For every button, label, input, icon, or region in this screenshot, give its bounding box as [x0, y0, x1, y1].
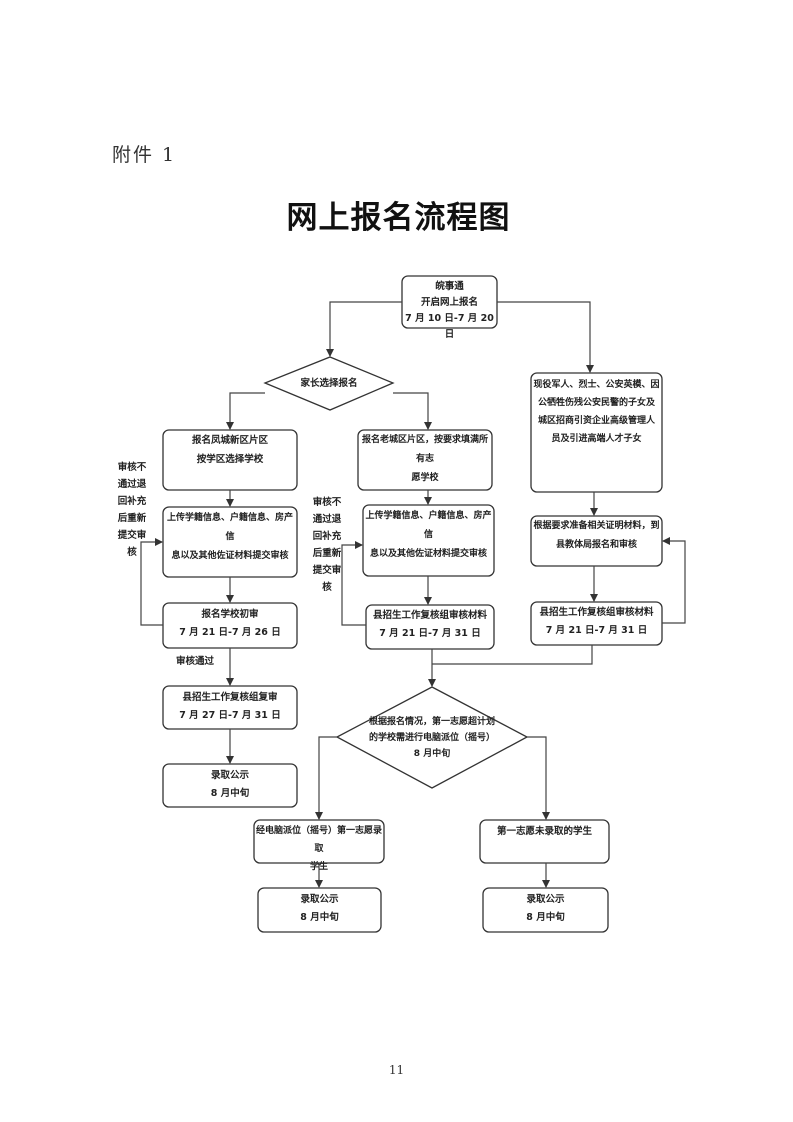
lottery-publish-node: [257, 887, 382, 933]
connector-start-to-decision: [326, 301, 402, 357]
middle-county-review-text: 县招生工作复核组审核材料 7 月 21 日-7 月 31 日: [366, 607, 494, 643]
left-publish-text: 录取公示 8 月中旬: [163, 767, 297, 803]
middle-register-text: 报名老城区片区，按要求填满所有志 愿学校: [358, 431, 492, 488]
left-publish-line-2: 8 月中旬: [210, 788, 250, 799]
start-line-3: 7 月 10 日-7 月 20 日: [405, 313, 494, 340]
left-publish-line-1: 录取公示: [210, 770, 249, 781]
decision-lottery-text: 根据报名情况，第一志愿超计划 的学校需进行电脑派位（摇号） 8 月中旬: [337, 714, 527, 762]
middle-register-node: [357, 429, 493, 491]
middle-register-line-1: 报名老城区片区，按要求填满所有志: [361, 435, 488, 464]
connector-decision-to-left: [226, 392, 265, 430]
lottery-admitted-line-2: 学生: [309, 862, 328, 872]
right-prepare-text: 根据要求准备相关证明材料，到 县教体局报名和审核: [531, 517, 662, 555]
right-special-text: 现役军人、烈士、公安英模、因 公牺牲伤残公安民警的子女及 城区招商引资企业高级管…: [531, 376, 662, 448]
left-register-line-2: 按学区选择学校: [196, 454, 264, 465]
middle-return-note-line: 提交审: [312, 565, 342, 576]
not-admitted-publish-line-2: 8 月中旬: [526, 912, 565, 923]
left-county-recheck-text: 县招生工作复核组复审 7 月 27 日-7 月 31 日: [163, 689, 297, 725]
connector-right-return-loop: [662, 537, 686, 624]
right-special-line-3: 城区招商引资企业高级管理人: [537, 416, 655, 426]
connector-lottery-to-admitted: [315, 736, 337, 820]
left-school-review-line-2: 7 月 21 日-7 月 26 日: [179, 627, 281, 638]
middle-return-note-line: 核: [322, 582, 332, 593]
attachment-label: 附件 1: [112, 144, 177, 166]
lottery-publish-line-2: 8 月中旬: [300, 912, 339, 923]
left-school-review-line-1: 报名学校初审: [201, 609, 259, 620]
middle-return-note-line: 审核不: [312, 497, 342, 508]
decision-lottery: [335, 686, 529, 789]
connector-start-to-special: [497, 301, 594, 373]
left-register-text: 报名凤城新区片区 按学区选择学校: [163, 431, 297, 469]
middle-register-line-2: 愿学校: [411, 473, 439, 483]
decision-lottery-line-1: 根据报名情况，第一志愿超计划: [368, 717, 495, 727]
right-county-review-line-1: 县招生工作复核组审核材料: [539, 607, 654, 618]
right-county-review-text: 县招生工作复核组审核材料 7 月 21 日-7 月 31 日: [531, 604, 662, 640]
decision-lottery-line-2: 的学校需进行电脑派位（摇号）: [368, 733, 495, 743]
left-return-note-line: 回补充: [117, 496, 147, 507]
left-register-line-1: 报名凤城新区片区: [191, 435, 268, 446]
lottery-publish-text: 录取公示 8 月中旬: [258, 891, 381, 927]
connector-lottery-to-not-admitted: [527, 736, 550, 820]
not-admitted-publish-text: 录取公示 8 月中旬: [483, 891, 608, 927]
page-number: 11: [388, 1063, 405, 1077]
right-prepare-line-2: 县教体局报名和审核: [555, 540, 637, 550]
left-return-note-line: 提交审: [117, 530, 147, 541]
decision-lottery-line-3: 8 月中旬: [413, 749, 451, 759]
connector-left-return-loop: [140, 538, 163, 626]
left-publish-node: [162, 763, 298, 808]
middle-upload-line-2: 息以及其他佐证材料提交审核: [369, 549, 487, 559]
left-school-review-text: 报名学校初审 7 月 21 日-7 月 26 日: [163, 606, 297, 642]
lottery-admitted-line-1: 经电脑派位（摇号）第一志愿录取: [255, 826, 382, 854]
decision-parent-text: 家长选择报名: [265, 374, 393, 393]
left-upload-text: 上传学籍信息、户籍信息、房产信 息以及其他佐证材料提交审核: [163, 509, 297, 566]
page-title-text: 网上报名流程图: [286, 200, 511, 236]
right-prepare-line-1: 根据要求准备相关证明材料，到: [533, 521, 660, 531]
start-line-1: 皖事通: [435, 281, 464, 292]
right-county-review-line-2: 7 月 21 日-7 月 31 日: [545, 625, 648, 636]
right-special-group-node: [530, 372, 663, 493]
page-title: 网上报名流程图: [0, 192, 793, 237]
right-special-line-1: 现役军人、烈士、公安英模、因: [533, 380, 660, 390]
middle-county-review-line-2: 7 月 21 日-7 月 31 日: [379, 628, 481, 639]
middle-return-note: 审核不 通过退 回补充 后重新 提交审 核: [307, 494, 347, 596]
decision-parent-choice: [263, 356, 395, 411]
lottery-admitted-text: 经电脑派位（摇号）第一志愿录取 学生: [254, 822, 384, 876]
left-upload-line-2: 息以及其他佐证材料提交审核: [171, 551, 289, 561]
middle-upload-line-1: 上传学籍信息、户籍信息、房产信: [365, 511, 492, 540]
left-county-recheck-line-1: 县招生工作复核组复审: [182, 692, 278, 703]
lottery-publish-line-1: 录取公示: [300, 894, 339, 905]
pass-label: 审核通过: [170, 652, 220, 671]
connector-right-review-to-merge: [432, 645, 593, 665]
left-county-recheck-line-2: 7 月 27 日-7 月 31 日: [179, 710, 281, 721]
decision-parent-label: 家长选择报名: [300, 378, 358, 389]
middle-return-note-line: 回补充: [312, 531, 342, 542]
connector-decision-to-middle: [393, 392, 432, 430]
middle-county-review-node: [365, 604, 495, 650]
middle-return-note-line: 通过退: [312, 514, 342, 525]
not-admitted-node: [479, 819, 610, 864]
connector-middle-return-loop: [341, 541, 366, 626]
not-admitted-text: 第一志愿未录取的学生: [480, 822, 609, 841]
right-special-line-2: 公牺牲伤残公安民警的子女及: [537, 398, 655, 408]
left-return-note: 审核不 通过退 回补充 后重新 提交审 核: [112, 459, 152, 561]
left-upload-line-1: 上传学籍信息、户籍信息、房产信: [166, 513, 293, 542]
start-node-text: 皖事通 开启网上报名 7 月 10 日-7 月 20 日: [402, 276, 497, 343]
left-return-note-line: 核: [127, 547, 137, 558]
left-return-note-line: 审核不: [117, 462, 147, 473]
not-admitted-line-1: 第一志愿未录取的学生: [496, 826, 592, 837]
right-special-line-4: 员及引进高端人才子女: [551, 434, 642, 444]
pass-label-text: 审核通过: [175, 656, 214, 667]
middle-upload-text: 上传学籍信息、户籍信息、房产信 息以及其他佐证材料提交审核: [363, 507, 494, 564]
not-admitted-publish-line-1: 录取公示: [526, 894, 565, 905]
left-return-note-line: 通过退: [117, 479, 147, 490]
middle-return-note-line: 后重新: [312, 548, 342, 559]
middle-county-review-line-1: 县招生工作复核组审核材料: [372, 610, 487, 621]
left-return-note-line: 后重新: [117, 513, 147, 524]
not-admitted-publish-node: [482, 887, 609, 933]
start-line-2: 开启网上报名: [420, 297, 478, 308]
